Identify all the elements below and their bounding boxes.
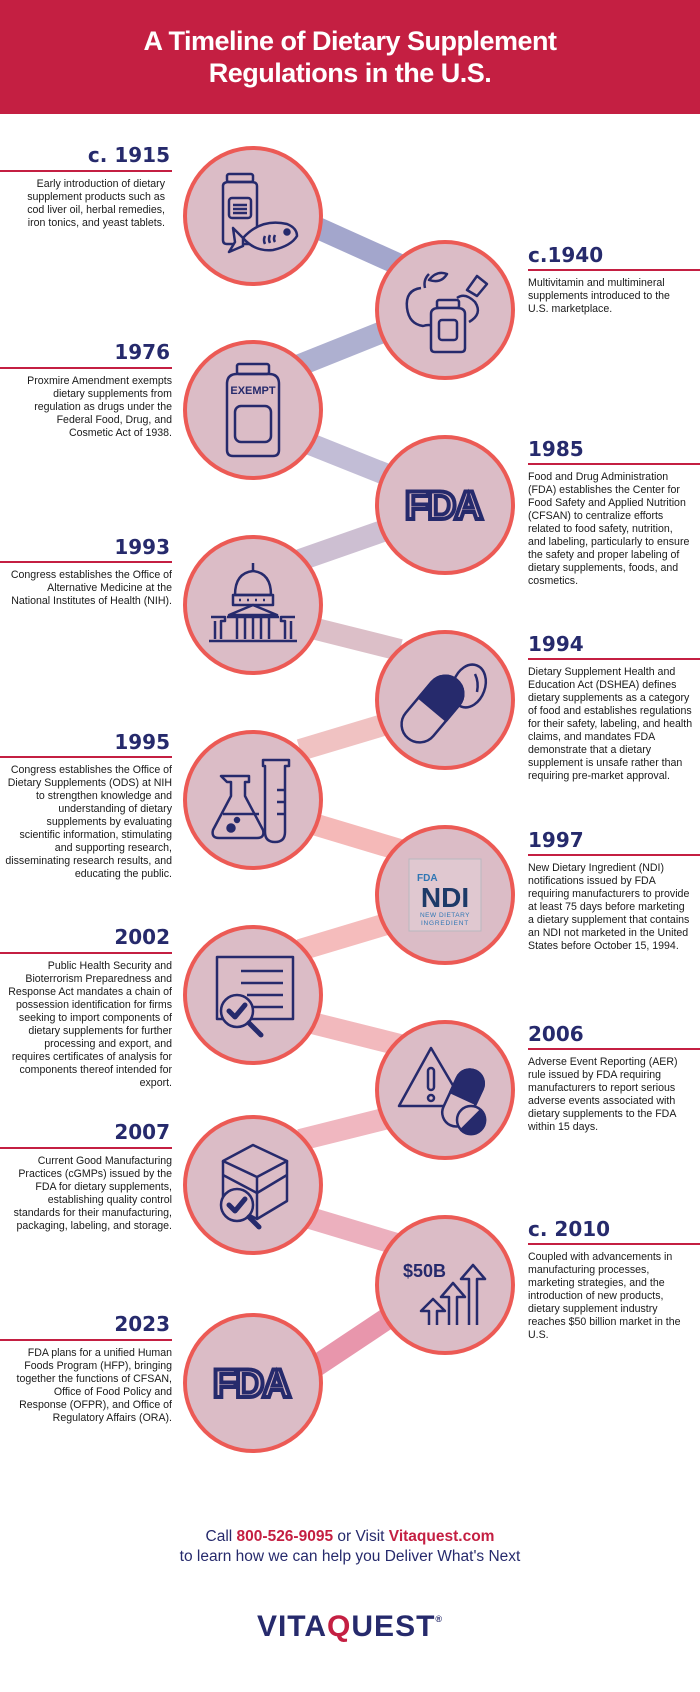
visit-text: or Visit xyxy=(333,1528,389,1545)
year-label: 2006 xyxy=(528,1022,584,1046)
logo-text: VITA xyxy=(256,1610,328,1643)
year-label: c.1940 xyxy=(528,243,604,267)
svg-text:INGREDIENT: INGREDIENT xyxy=(421,920,469,927)
svg-text:EXEMPT: EXEMPT xyxy=(230,385,276,397)
document-magnifier-check-icon xyxy=(215,955,295,1038)
event-description: Current Good Manufacturing Practices (cG… xyxy=(13,1155,172,1232)
year-rule xyxy=(528,658,700,660)
flask-test-tube-icon xyxy=(211,758,291,844)
svg-text:FDA: FDA xyxy=(213,1362,290,1406)
event-circle: FDA xyxy=(183,1313,323,1453)
fruit-vegetable-bottle-icon xyxy=(405,271,489,354)
year-label: 2007 xyxy=(114,1120,170,1144)
year-label: 1976 xyxy=(114,340,170,364)
event-description: Dietary Supplement Health and Education … xyxy=(528,666,693,782)
fda-logo-icon: FDA xyxy=(211,1360,294,1408)
year-rule xyxy=(528,1243,700,1245)
year-label: 2002 xyxy=(114,925,170,949)
event-description: Food and Drug Administration (FDA) estab… xyxy=(528,471,690,587)
footer-call-to-action: Call 800-526-9095 or Visit Vitaquest.com… xyxy=(0,1527,700,1567)
capitol-building-icon xyxy=(209,563,297,643)
registered-mark: ® xyxy=(435,1614,444,1624)
header-banner: A Timeline of Dietary Supplement Regulat… xyxy=(0,0,700,114)
year-label: 1997 xyxy=(528,828,584,852)
year-label: c. 1915 xyxy=(87,143,170,167)
event-description: Public Health Security and Bioterrorism … xyxy=(8,960,172,1089)
event-circle xyxy=(375,240,515,380)
year-rule xyxy=(0,561,172,563)
footer-tagline: to learn how we can help you Deliver Wha… xyxy=(179,1548,521,1565)
event-circle xyxy=(183,1115,323,1255)
event-description: Coupled with advancements in manufacturi… xyxy=(528,1251,681,1341)
year-label: 1985 xyxy=(528,437,584,461)
logo-text-end: UEST xyxy=(351,1610,436,1643)
event-circle: FDA NDI NEW DIETARY INGREDIENT xyxy=(375,825,515,965)
box-magnifier-check-icon xyxy=(219,1143,289,1230)
call-prefix: Call xyxy=(205,1528,237,1545)
svg-text:NDI: NDI xyxy=(421,882,469,913)
fda-logo-icon: FDA xyxy=(403,482,486,530)
event-description: Multivitamin and multimineral supplement… xyxy=(528,277,670,315)
year-rule xyxy=(528,463,700,465)
event-circle xyxy=(183,146,323,286)
year-rule xyxy=(528,269,700,271)
event-description: Adverse Event Reporting (AER) rule issue… xyxy=(528,1056,678,1133)
logo-q-mark: Q xyxy=(327,1610,352,1643)
event-circle: $50B xyxy=(375,1215,515,1355)
event-circle xyxy=(183,925,323,1065)
event-circle: FDA xyxy=(375,435,515,575)
event-description: Early introduction of dietary supplement… xyxy=(27,178,165,229)
year-rule xyxy=(0,1147,172,1149)
exempt-bottle-icon: EXEMPT xyxy=(225,362,281,458)
website-link[interactable]: Vitaquest.com xyxy=(388,1528,495,1545)
supplement-bottle-fish-icon xyxy=(221,172,299,254)
svg-text:NEW DIETARY: NEW DIETARY xyxy=(420,912,470,919)
year-label: 1995 xyxy=(114,730,170,754)
year-rule xyxy=(0,170,172,172)
year-rule xyxy=(0,367,172,369)
svg-text:FDA: FDA xyxy=(417,873,438,884)
year-rule xyxy=(0,756,172,758)
event-description: Congress establishes the Office of Alter… xyxy=(10,569,172,607)
warning-pills-icon xyxy=(397,1046,487,1136)
event-circle: EXEMPT xyxy=(183,340,323,480)
page-title: A Timeline of Dietary Supplement Regulat… xyxy=(143,26,557,88)
year-label: 1994 xyxy=(528,632,584,656)
year-rule xyxy=(0,952,172,954)
vitaquest-logo: VITAQUEST® xyxy=(0,1610,700,1644)
year-label: c. 2010 xyxy=(528,1217,611,1241)
year-rule xyxy=(528,854,700,856)
year-rule xyxy=(0,1339,172,1341)
event-description: Proxmire Amendment exempts dietary suppl… xyxy=(27,375,172,439)
svg-text:$50B: $50B xyxy=(403,1261,446,1281)
year-label: 2023 xyxy=(114,1312,170,1336)
year-rule xyxy=(528,1048,700,1050)
event-circle xyxy=(183,535,323,675)
event-description: New Dietary Ingredient (NDI) notificatio… xyxy=(528,862,690,952)
event-description: Congress establishes the Office of Dieta… xyxy=(5,764,172,880)
event-circle xyxy=(375,630,515,770)
fda-ndi-badge-icon: FDA NDI NEW DIETARY INGREDIENT xyxy=(408,858,482,932)
year-label: 1993 xyxy=(114,535,170,559)
growth-arrows-icon: $50B xyxy=(403,1261,487,1325)
event-circle xyxy=(183,730,323,870)
event-circle xyxy=(375,1020,515,1160)
capsule-tablet-icon xyxy=(400,663,488,744)
event-description: FDA plans for a unified Human Foods Prog… xyxy=(16,1347,172,1424)
svg-text:FDA: FDA xyxy=(405,484,482,528)
phone-link[interactable]: 800-526-9095 xyxy=(236,1528,334,1545)
